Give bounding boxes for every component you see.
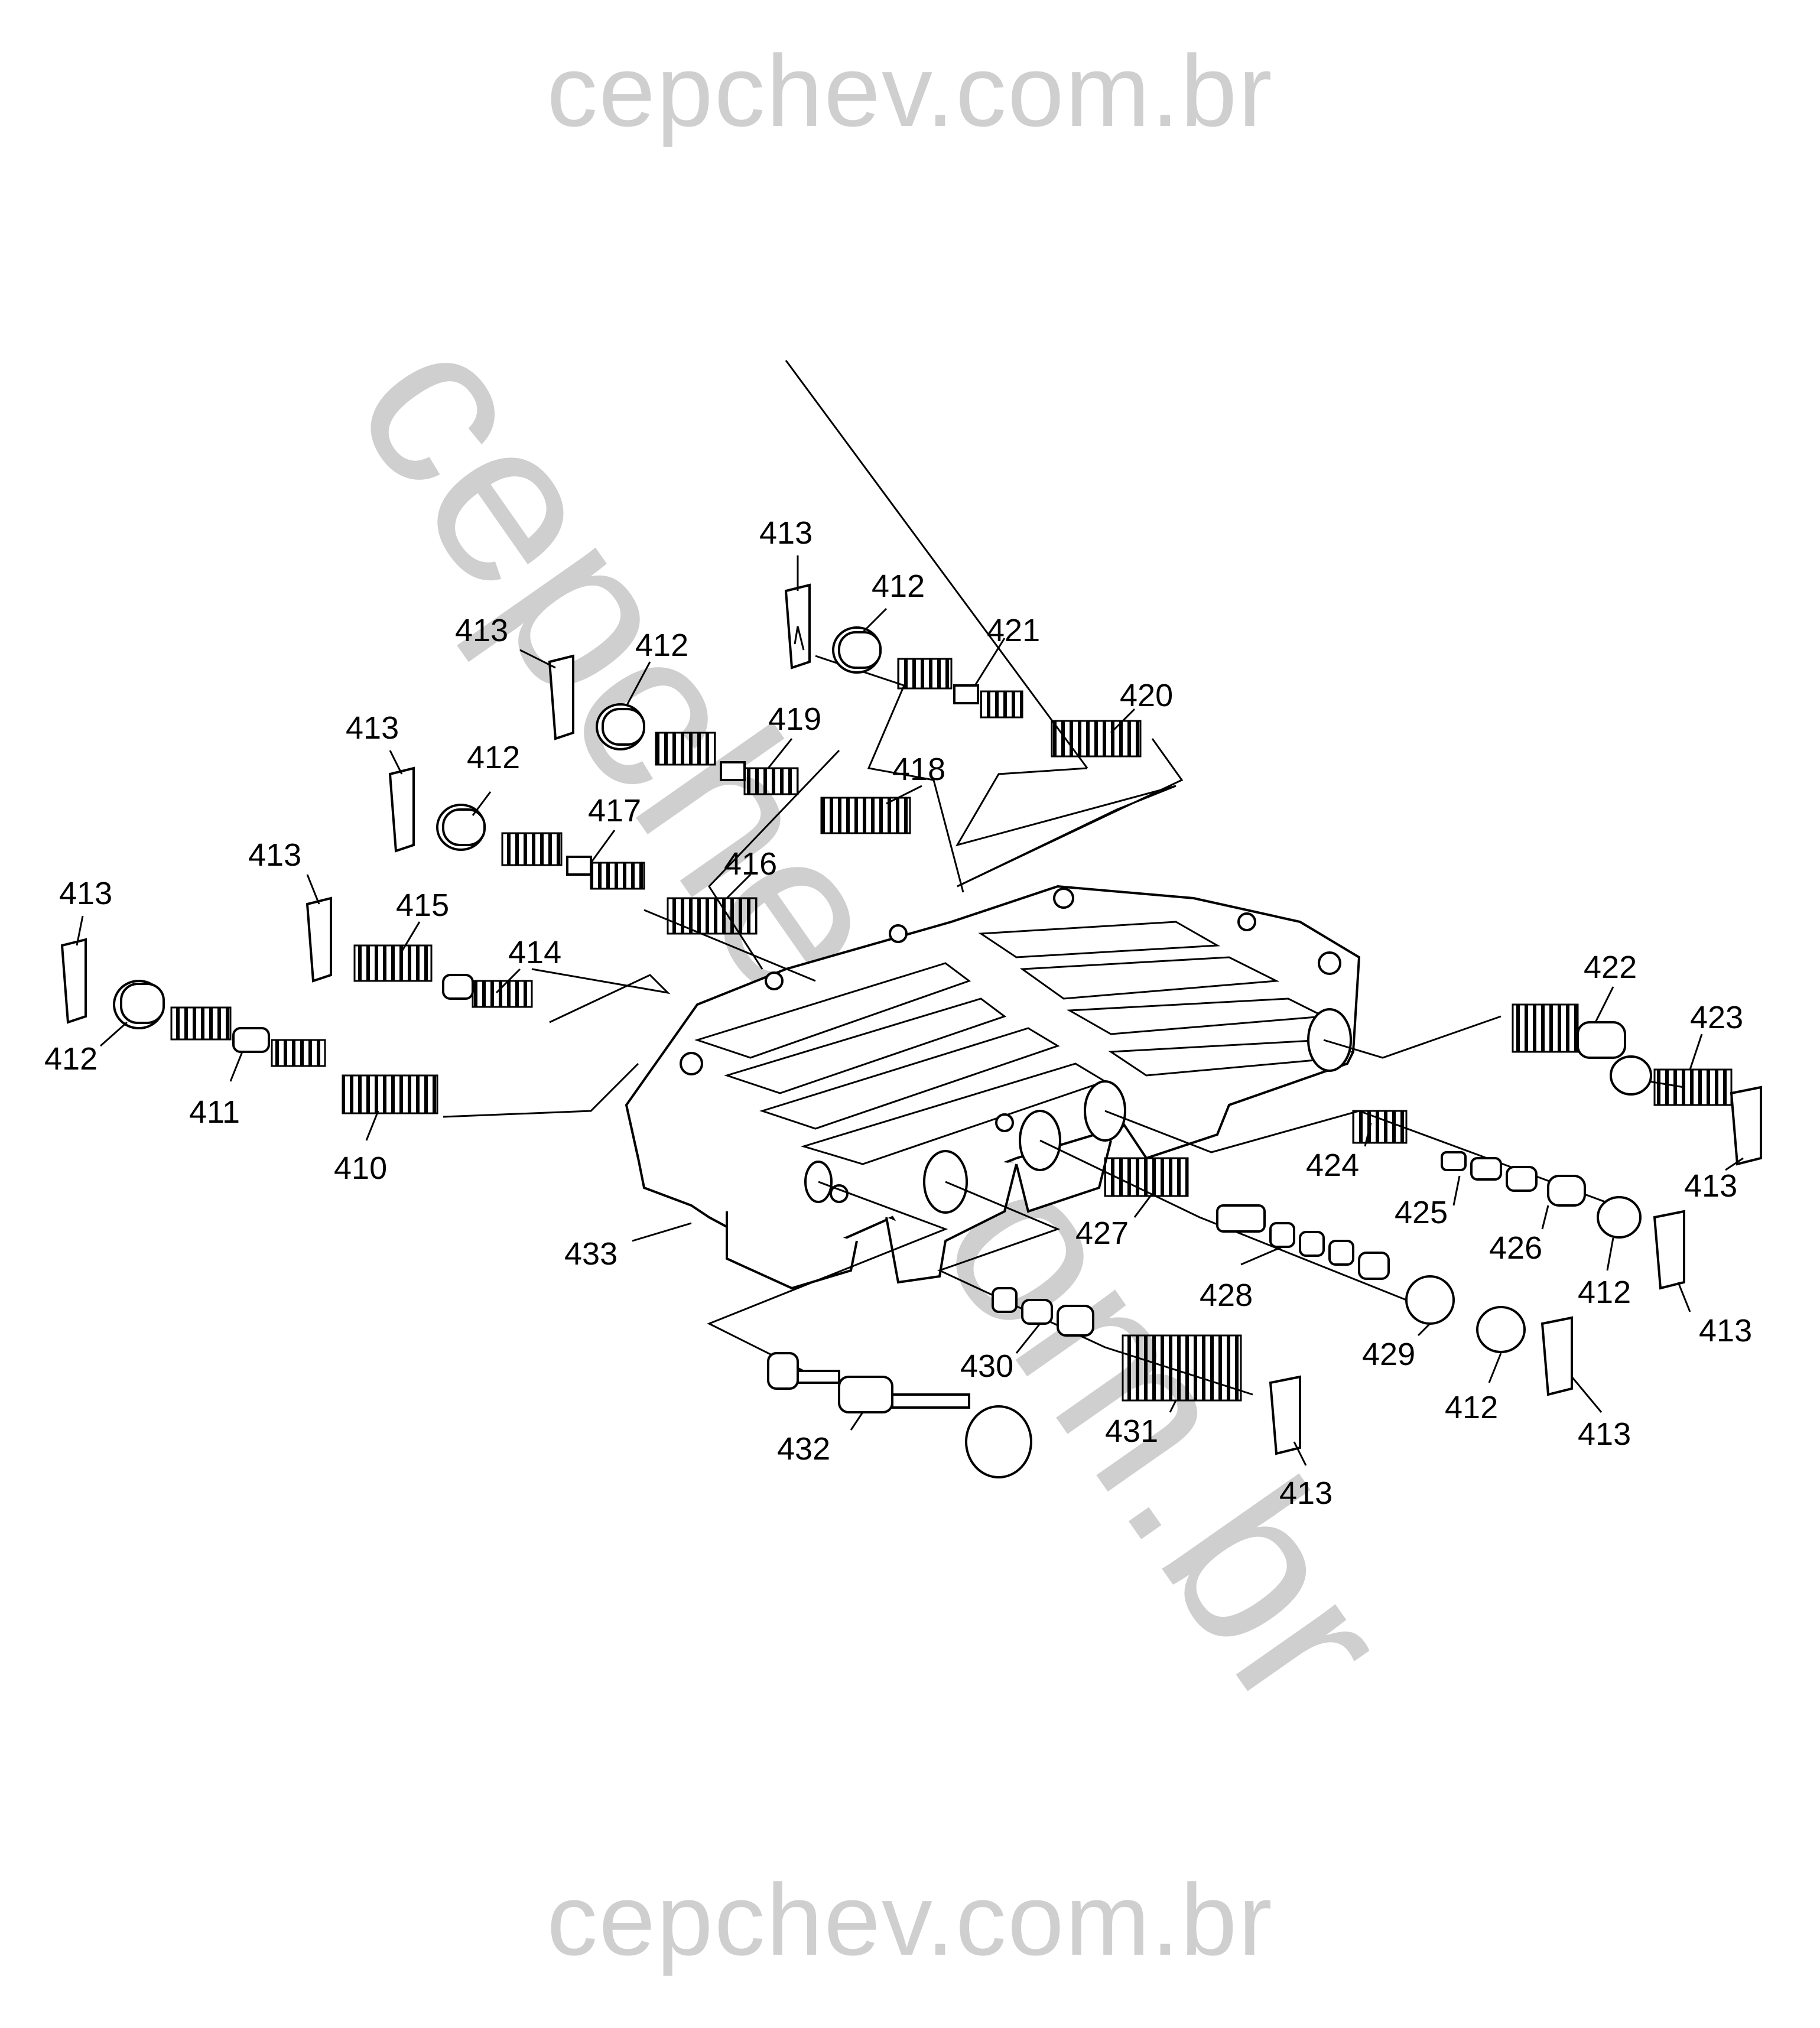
- callout-424: 424: [1306, 1148, 1359, 1183]
- callout-413: 413: [1578, 1416, 1631, 1452]
- valve-train-418: [548, 654, 911, 834]
- callout-412: 412: [872, 568, 925, 604]
- callout-410: 410: [334, 1150, 387, 1186]
- callout-426: 426: [1489, 1230, 1542, 1266]
- valve-train-410: [60, 938, 438, 1114]
- callout-412: 412: [467, 740, 520, 775]
- callout-422: 422: [1584, 950, 1637, 985]
- callout-425: 425: [1395, 1195, 1448, 1230]
- valve-432: [767, 1352, 1032, 1478]
- callout-413: 413: [1684, 1168, 1737, 1204]
- callout-431: 431: [1105, 1413, 1158, 1449]
- callout-418: 418: [892, 752, 945, 787]
- callout-427: 427: [1075, 1216, 1129, 1251]
- callout-433: 433: [564, 1236, 618, 1272]
- callout-416: 416: [724, 846, 777, 882]
- callout-413: 413: [1699, 1313, 1752, 1348]
- callout-413: 413: [346, 710, 399, 746]
- callout-419: 419: [768, 701, 821, 737]
- callout-leaders: [76, 555, 1744, 1466]
- callout-411: 411: [189, 1094, 240, 1130]
- valve-train-431: [992, 1287, 1301, 1455]
- callout-417: 417: [588, 793, 641, 828]
- callout-414: 414: [508, 935, 561, 970]
- valve-train-420: [784, 583, 1142, 758]
- valve-body-433: [625, 885, 1361, 1290]
- callout-429: 429: [1362, 1337, 1415, 1372]
- valve-train-424: [1352, 1110, 1685, 1290]
- valve-train-414: [306, 896, 533, 1008]
- callout-413: 413: [248, 837, 301, 873]
- callout-430: 430: [960, 1348, 1013, 1384]
- callout-413: 413: [1279, 1476, 1332, 1511]
- callout-412: 412: [635, 628, 688, 663]
- callout-413: 413: [455, 613, 508, 648]
- callout-412: 412: [44, 1041, 98, 1077]
- callout-413: 413: [759, 515, 812, 551]
- callout-412: 412: [1578, 1275, 1631, 1310]
- callout-428: 428: [1200, 1278, 1253, 1313]
- watermark-top: cepchev.com.br: [547, 34, 1273, 148]
- callout-421: 421: [987, 613, 1040, 648]
- callout-413: 413: [59, 876, 112, 911]
- watermark-bottom: cepchev.com.br: [547, 1863, 1273, 1977]
- callout-labels: 413 412 421 420 413 412 419 418 413 412 …: [44, 515, 1752, 1511]
- valve-train-416: [388, 766, 758, 935]
- callout-432: 432: [777, 1431, 830, 1467]
- callout-415: 415: [396, 888, 449, 923]
- callout-420: 420: [1120, 678, 1173, 713]
- valve-train-427: [1104, 1157, 1573, 1396]
- valve-train-422: [1512, 1003, 1762, 1166]
- callout-423: 423: [1690, 1000, 1743, 1035]
- callout-412: 412: [1445, 1390, 1498, 1425]
